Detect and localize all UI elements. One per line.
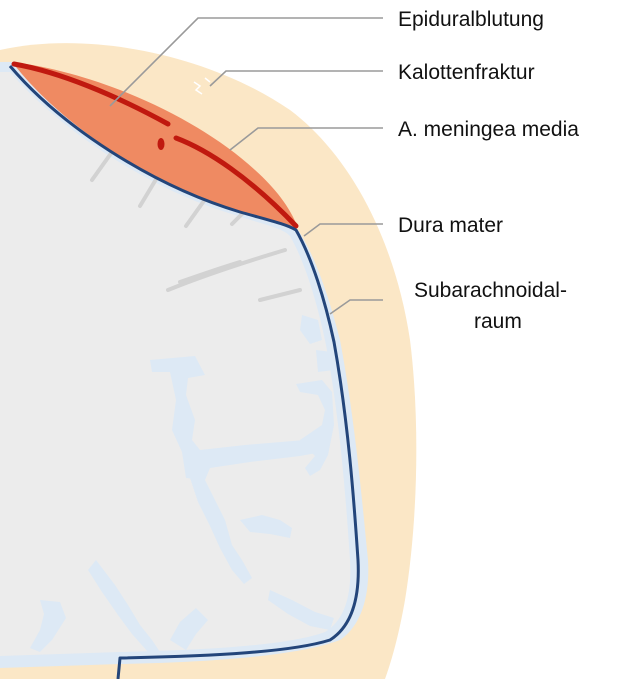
label-subarachnoid-line1: Subarachnoidal- [414,279,567,302]
label-artery: A. meningea media [398,118,579,141]
label-fracture: Kalottenfraktur [398,61,535,84]
label-dura: Dura mater [398,214,503,237]
label-subarachnoid-line2: raum [474,310,522,333]
artery-tear-end [158,138,165,150]
label-epidural: Epiduralblutung [398,8,544,31]
